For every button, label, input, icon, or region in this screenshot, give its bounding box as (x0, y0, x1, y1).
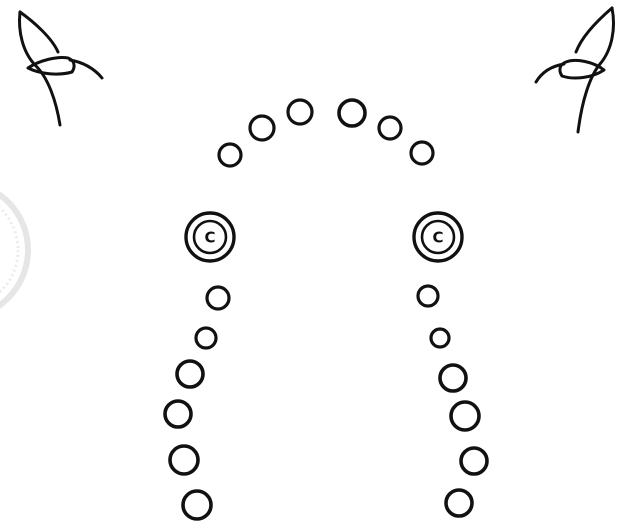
tooth-icon (183, 491, 211, 519)
tooth-icon (431, 329, 449, 347)
left-ear-icon (20, 12, 102, 125)
tooth-icon (165, 401, 191, 427)
tooth-icon (177, 361, 203, 387)
canine-tooth-left: C (186, 213, 234, 261)
canine-tooth-right: C (414, 213, 462, 261)
watermark-seal (0, 182, 28, 318)
canine-label: C (432, 229, 443, 247)
tooth-icon (411, 142, 433, 164)
tooth-icon (440, 365, 466, 391)
tooth-icon (379, 117, 401, 139)
tooth-icon (170, 446, 198, 474)
tooth-icon (207, 287, 229, 309)
right-ear-icon (536, 8, 614, 132)
tooth-icon (451, 402, 479, 430)
tooth-icon (446, 490, 472, 516)
tooth-icon (461, 448, 487, 474)
tooth-icon (418, 286, 438, 306)
tooth-icon (196, 328, 216, 348)
tooth-icon (288, 100, 312, 124)
canine-label: C (204, 229, 215, 247)
tooth-icon (250, 116, 274, 140)
tooth-icon (219, 144, 241, 166)
tooth-icon (339, 100, 365, 126)
